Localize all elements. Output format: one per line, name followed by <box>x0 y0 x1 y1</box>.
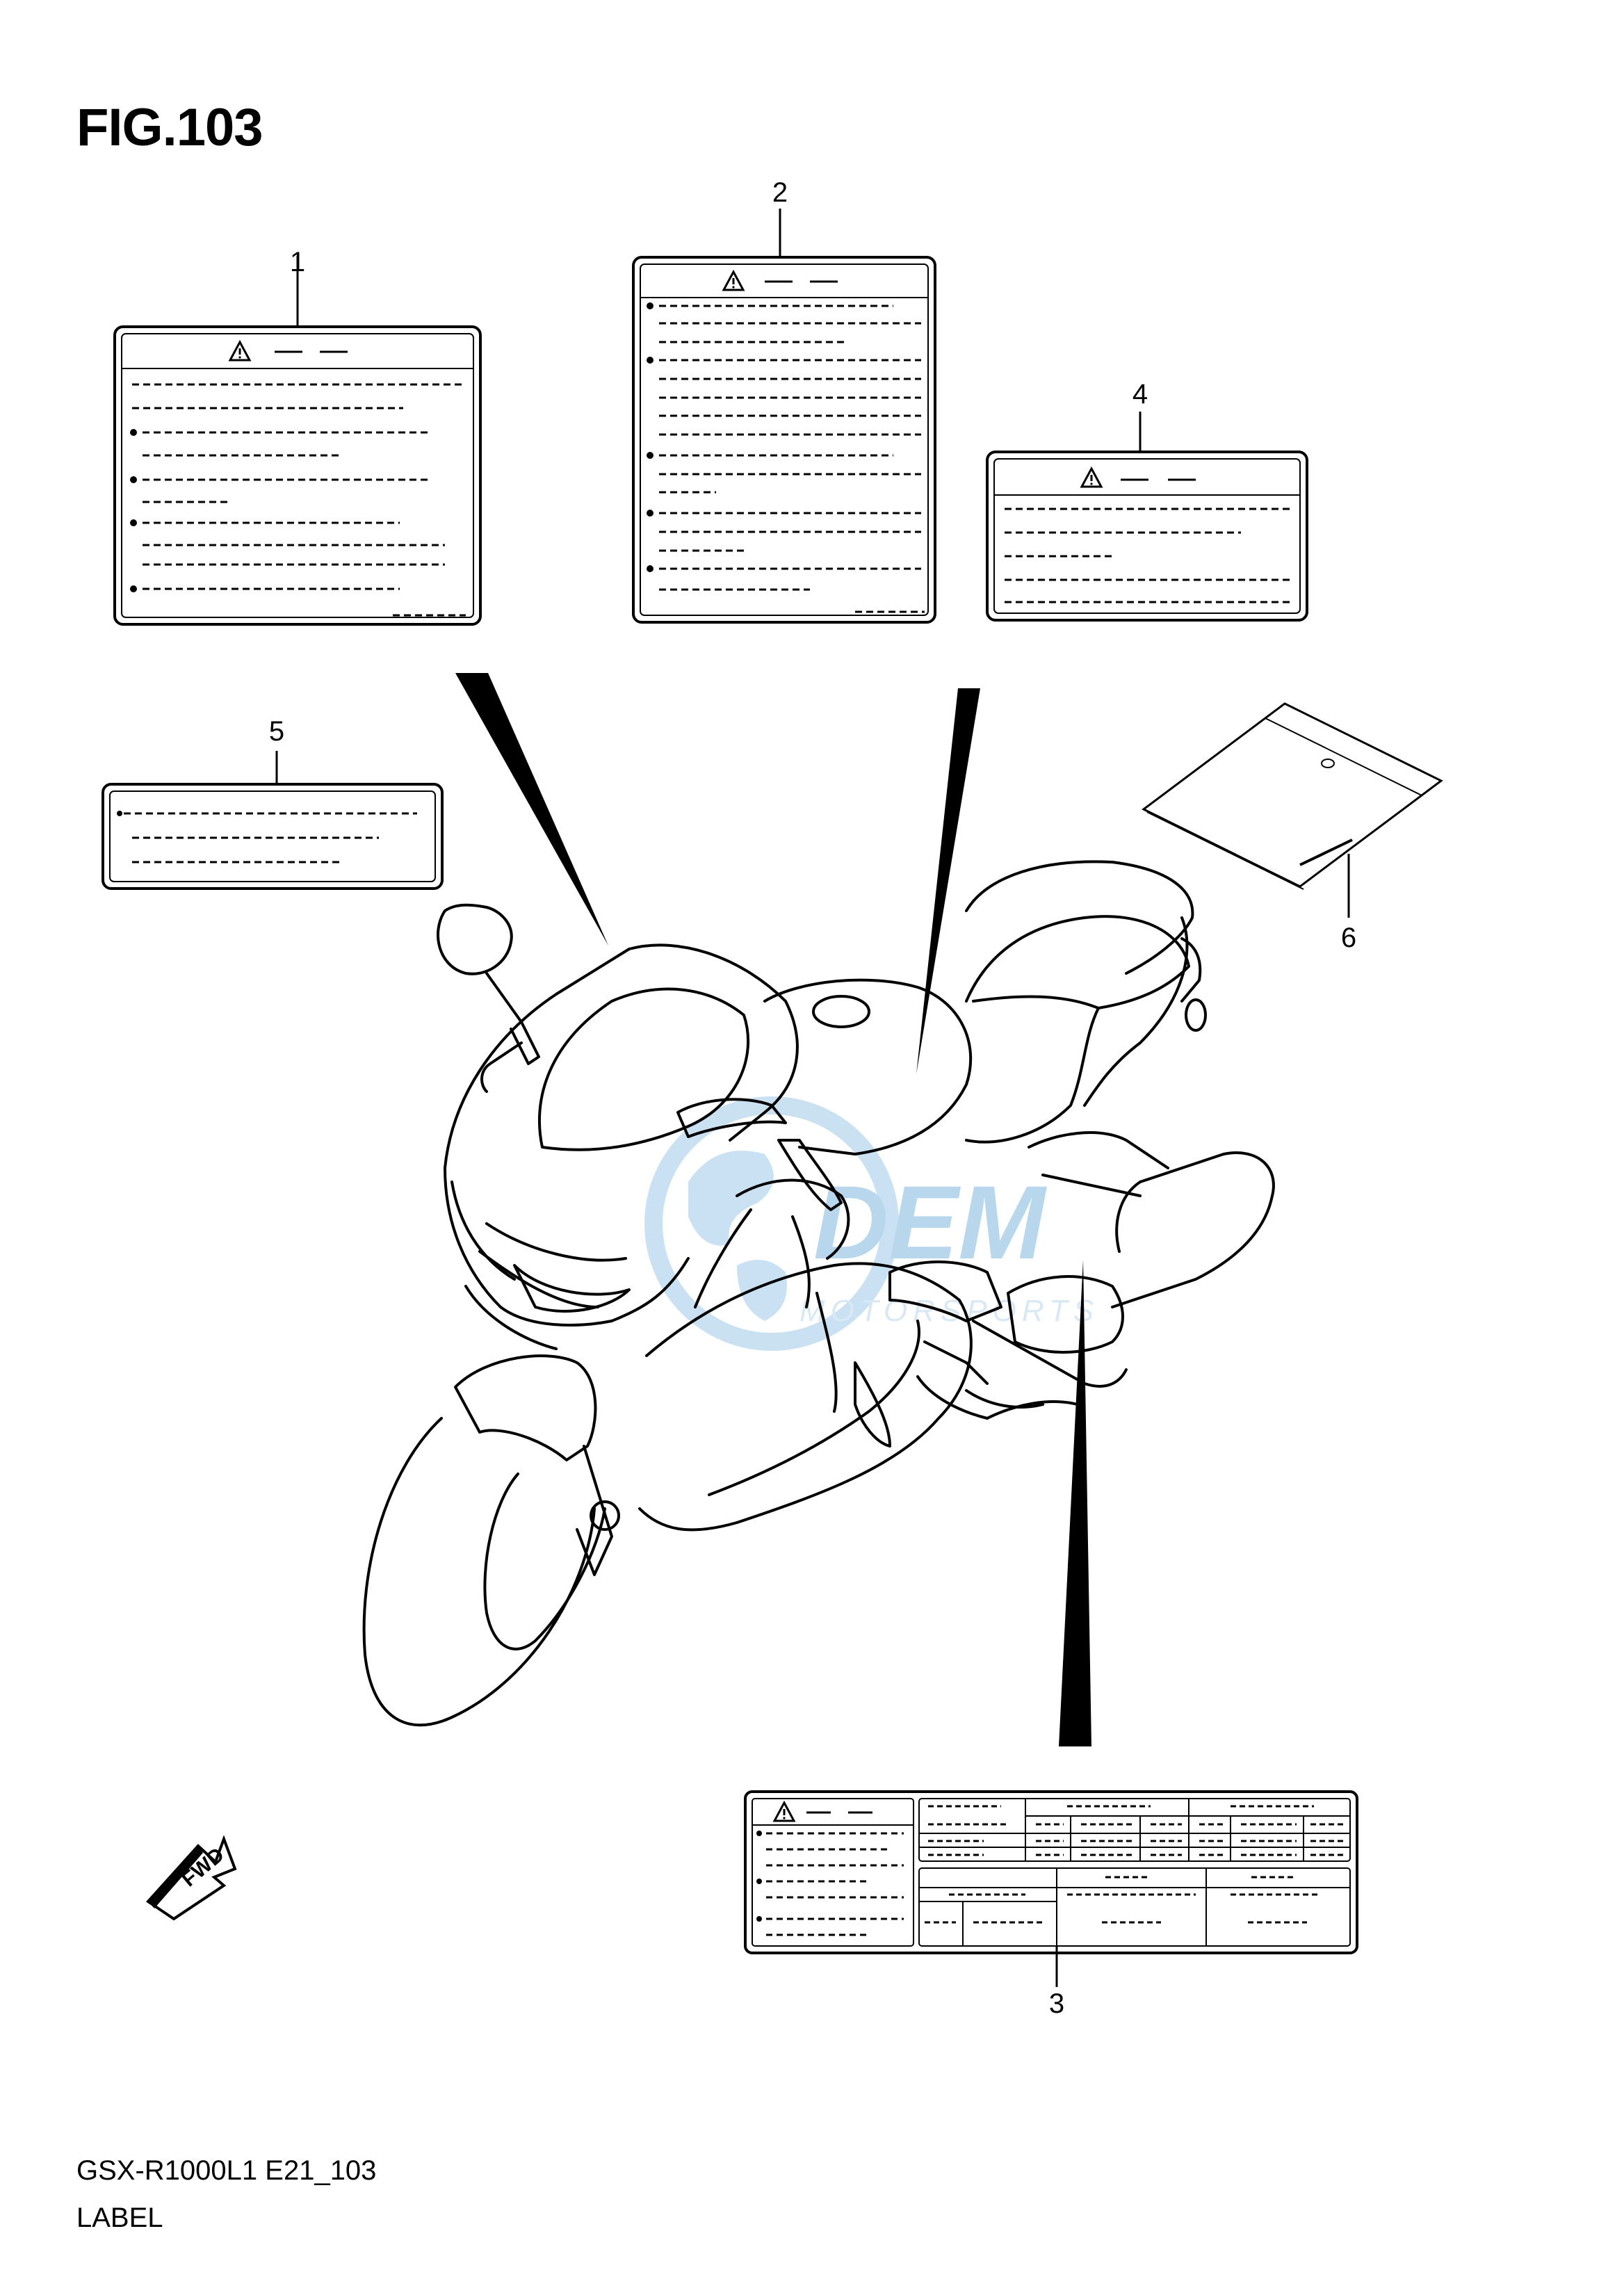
pillion-seat <box>965 860 1194 975</box>
motorcycle-outline <box>362 860 1275 1727</box>
label-4-text-lines <box>1005 508 1290 603</box>
figure-label: LABEL <box>76 2203 163 2233</box>
label-1-text-lines <box>132 383 466 617</box>
muffler <box>1111 1151 1275 1308</box>
watermark-logo: DEM MOTORSPORTS <box>644 1096 1099 1351</box>
label-2 <box>632 256 936 624</box>
pointer-label-1 <box>455 673 608 946</box>
front-wheel <box>362 1417 596 1727</box>
pointer-label-3 <box>1059 1260 1091 1746</box>
figure-code: GSX-R1000L1 E21_103 <box>76 2155 377 2186</box>
label-1 <box>113 325 482 626</box>
watermark-brand: MOTORSPORTS <box>799 1294 1099 1328</box>
callout-5: 5 <box>269 716 284 747</box>
windscreen <box>537 987 750 1151</box>
label-2-text-lines <box>659 305 925 613</box>
fwd-arrow-icon: FWD <box>145 1835 237 1921</box>
label-3-text-lines <box>766 1832 904 1936</box>
callout-4: 4 <box>1132 379 1148 409</box>
label-3 <box>744 1790 1358 1954</box>
label-4 <box>986 451 1308 622</box>
label-5-text-lines <box>124 812 417 863</box>
callout-1: 1 <box>290 247 305 277</box>
callout-6: 6 <box>1341 923 1356 953</box>
left-mirror <box>437 903 513 975</box>
figure-title: FIG.103 <box>76 98 263 157</box>
callout-3: 3 <box>1049 1988 1064 2019</box>
label-6-sheet <box>1142 702 1443 890</box>
pointer-label-2 <box>916 688 980 1074</box>
label-5 <box>102 783 444 890</box>
callout-2: 2 <box>772 177 788 208</box>
